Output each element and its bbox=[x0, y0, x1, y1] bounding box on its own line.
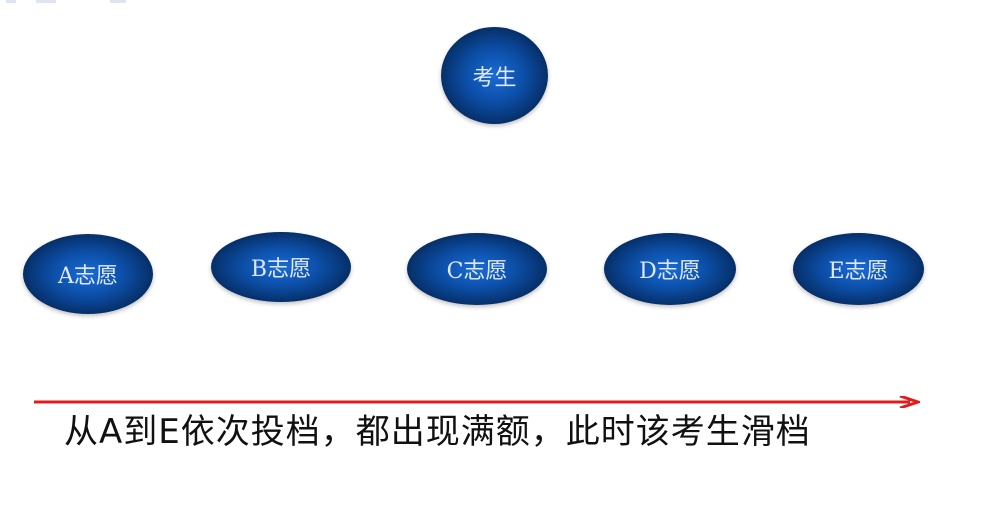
node-choice-e-label: E志愿 bbox=[828, 259, 889, 284]
node-choice-d-label: D志愿 bbox=[639, 259, 701, 284]
node-choice-a-label: A志愿 bbox=[58, 264, 118, 289]
clipped-header-fragment bbox=[0, 0, 140, 6]
node-choice-b-label: B志愿 bbox=[250, 257, 312, 282]
node-choice-d: D志愿 bbox=[604, 233, 736, 305]
node-choice-c-label: C志愿 bbox=[446, 259, 508, 284]
caption-text: 从A到E依次投档，都出现满额，此时该考生滑档 bbox=[64, 412, 811, 452]
node-candidate-label: 考生 bbox=[472, 65, 517, 91]
node-candidate: 考生 bbox=[441, 27, 548, 124]
node-choice-e: E志愿 bbox=[793, 233, 924, 305]
node-choice-c: C志愿 bbox=[407, 233, 547, 305]
node-choice-a: A志愿 bbox=[23, 234, 153, 314]
node-choice-b: B志愿 bbox=[211, 232, 351, 302]
red-arrow-icon bbox=[34, 396, 920, 408]
